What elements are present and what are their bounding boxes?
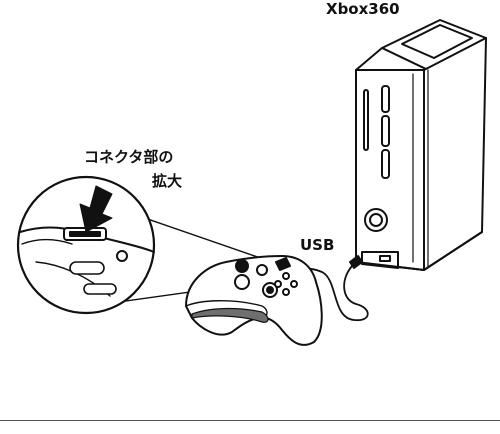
controller-dpad-ring <box>234 274 250 290</box>
usb-plug <box>349 255 363 269</box>
console-top-lid <box>401 24 473 59</box>
xbox-controller <box>185 255 323 346</box>
console-slot-1 <box>381 85 390 113</box>
console-usb-port <box>379 255 391 262</box>
controller-button-a <box>282 288 290 296</box>
controller-button-x <box>274 280 282 288</box>
console-slot-2 <box>381 115 390 147</box>
controller-button-b <box>290 280 298 288</box>
zoom-headset-jack <box>69 261 105 275</box>
zoom-bottom-port <box>83 283 117 295</box>
console-power-button <box>369 213 383 227</box>
zoom-connector-slot <box>69 231 101 237</box>
console-slot-3 <box>381 149 390 179</box>
zoom-button <box>116 250 128 262</box>
console-label: Xbox360 <box>326 0 400 18</box>
divider-line <box>0 420 500 421</box>
controller-guide-button <box>256 264 268 276</box>
pointer-arrow <box>79 185 113 233</box>
controller-left-stick <box>235 259 249 273</box>
controller-shaded-grip <box>191 307 269 323</box>
usb-label: USB <box>300 236 335 254</box>
controller-body <box>185 255 323 346</box>
connector-zoom-label-line1: コネクタ部の <box>84 148 174 166</box>
controller-button-y <box>282 272 290 280</box>
controller-connector-port <box>275 257 291 271</box>
console-drive-line <box>363 89 369 151</box>
xbox360-console <box>355 19 487 271</box>
magnifier-circle <box>16 175 156 315</box>
zoom-controller-edge-2 <box>21 238 73 245</box>
connector-zoom-label-line2: 拡大 <box>152 172 183 190</box>
